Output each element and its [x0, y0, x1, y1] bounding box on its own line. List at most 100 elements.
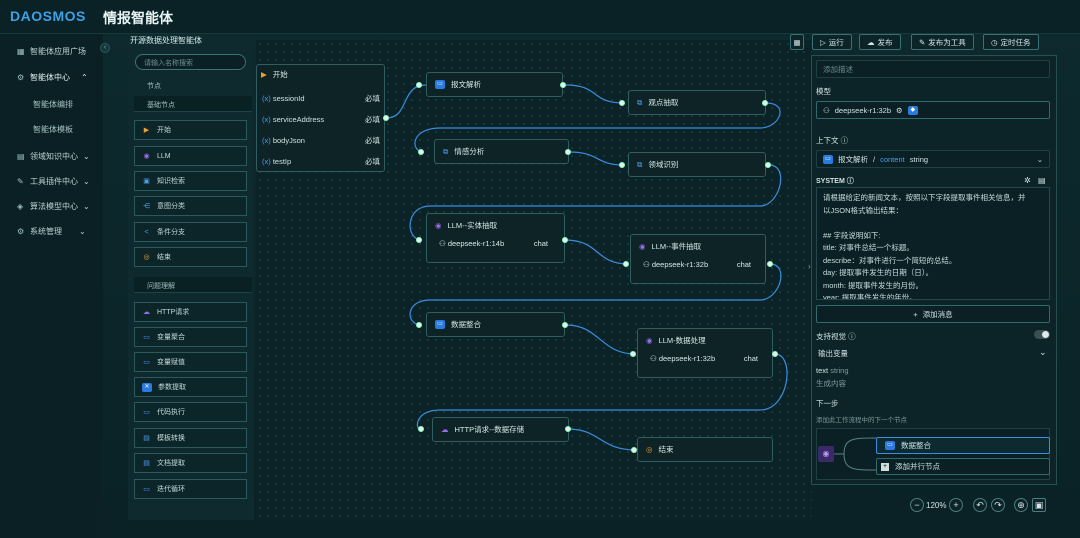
palette-node-assign[interactable]: ▭变量赋值	[134, 352, 247, 372]
aggregate-icon: ▭	[435, 320, 445, 329]
description-input[interactable]: 添加描述	[816, 60, 1050, 78]
canvas-node-viewpoint[interactable]: ⧉观点抽取	[628, 90, 766, 115]
canvas-node-parse[interactable]: ▭报文解析	[426, 72, 563, 97]
output-handle[interactable]	[562, 322, 568, 328]
canvas-node-integrate[interactable]: ▭ 数据整合	[426, 312, 565, 337]
input-handle[interactable]	[416, 322, 422, 328]
output-handle[interactable]	[772, 351, 778, 357]
plus-icon: +	[913, 309, 918, 319]
copy-icon[interactable]: ▤	[1038, 176, 1046, 185]
canvas-node-http[interactable]: ☁HTTP请求--数据存储	[432, 417, 569, 442]
palette-node-branch[interactable]: <条件分支	[134, 222, 247, 242]
chevron-down-icon[interactable]: ⌄	[1039, 347, 1047, 357]
palette-node-template[interactable]: ▤模板转换	[134, 428, 247, 448]
add-message-button[interactable]: +添加消息	[816, 305, 1050, 323]
prompt-line: title: 对事件总结一个标题。	[823, 243, 914, 252]
aggregate-icon: ▭	[143, 333, 150, 341]
sidebar-item-models[interactable]: ◈算法模型中心⌄	[17, 201, 90, 212]
sidebar-item-tools[interactable]: ✎工具插件中心⌄	[17, 176, 90, 187]
loop-icon: ▭	[143, 485, 150, 493]
next-step-box	[816, 428, 1050, 480]
param-required: 必填	[365, 136, 380, 145]
help-icon: ⓘ	[840, 136, 849, 145]
output-handle[interactable]	[762, 100, 768, 106]
output-handle[interactable]	[565, 426, 571, 432]
output-handle[interactable]	[765, 162, 771, 168]
palette-node-http[interactable]: ☁HTTP请求	[134, 302, 247, 322]
input-handle[interactable]	[630, 351, 636, 357]
canvas-node-sentiment[interactable]: ⧉情感分析	[434, 139, 569, 164]
node-title: LLM--事件抽取	[651, 242, 702, 251]
palette-node-start[interactable]: ▶开始	[134, 120, 247, 140]
output-handle[interactable]	[560, 82, 566, 88]
palette-node-llm[interactable]: ◉LLM	[134, 146, 247, 166]
vision-toggle[interactable]	[1034, 330, 1050, 339]
canvas-node-end[interactable]: ◎结束	[637, 437, 773, 462]
system-prompt-editor[interactable]: 请根据给定的新闻文本，按照以下字段提取事件相关信息，并 以JSON格式输出结果：…	[816, 187, 1050, 300]
palette-node-extract[interactable]: ✕参数提取	[134, 377, 247, 397]
input-handle[interactable]	[418, 426, 424, 432]
add-parallel-node-button[interactable]: +添加并行节点	[876, 458, 1050, 475]
input-handle[interactable]	[416, 82, 422, 88]
canvas-node-domain[interactable]: ⧉领域识别	[628, 152, 766, 177]
output-handle[interactable]	[383, 115, 389, 121]
stop-icon: ◎	[646, 445, 653, 454]
model-select[interactable]: ⚇deepseek-r1:32b⚙◆	[816, 101, 1050, 119]
output-vars-label: 输出变量	[818, 349, 848, 358]
sidebar-subitem-orchestration[interactable]: 智能体编排	[33, 100, 73, 109]
publish-button[interactable]: ☁发布	[859, 34, 901, 50]
sidebar-item-knowledge[interactable]: ▤领域知识中心⌄	[17, 151, 90, 162]
palette-node-doc[interactable]: ▤文档提取	[134, 453, 247, 473]
input-handle[interactable]	[619, 162, 625, 168]
prompt-line: year: 提取事件发生的年份。	[823, 293, 917, 300]
collapse-sidebar-button[interactable]: ‹	[100, 43, 110, 53]
redo-button[interactable]: ↷	[991, 498, 1005, 512]
publish-tool-button[interactable]: ✎发布为工具	[911, 34, 974, 50]
sidebar-item-system[interactable]: ⚙系统管理⌄	[17, 226, 86, 237]
palette-node-intent[interactable]: ⋲意图分类	[134, 196, 247, 216]
section-basic-label: 基础节点	[147, 102, 175, 109]
cloud-icon: ☁	[143, 308, 150, 316]
input-handle[interactable]	[416, 237, 422, 243]
undo-button[interactable]: ↶	[973, 498, 987, 512]
output-var-type: string	[830, 366, 849, 375]
palette-node-code[interactable]: ▭代码执行	[134, 402, 247, 422]
input-handle[interactable]	[623, 261, 629, 267]
calendar-button[interactable]: ▦	[790, 34, 804, 50]
zoom-out-button[interactable]: −	[910, 498, 924, 512]
output-handle[interactable]	[562, 237, 568, 243]
zoom-in-button[interactable]: +	[949, 498, 963, 512]
output-handle[interactable]	[767, 261, 773, 267]
next-node-integrate[interactable]: ▭数据整合	[876, 437, 1050, 454]
sidebar-item-agent-center[interactable]: ⚙智能体中心⌃	[17, 72, 88, 83]
input-handle[interactable]	[631, 447, 637, 453]
magic-icon[interactable]: ✲	[1024, 176, 1031, 185]
palette-node-loop[interactable]: ▭迭代循环	[134, 479, 247, 499]
node-title: 数据整合	[451, 320, 481, 329]
input-handle[interactable]	[418, 149, 424, 155]
node-title: 情感分析	[454, 147, 485, 156]
branch-icon: <	[144, 228, 149, 236]
palette-node-end[interactable]: ◎结束	[134, 247, 247, 267]
input-handle[interactable]	[619, 100, 625, 106]
context-source: 报文解析	[838, 154, 868, 164]
palette-node-knowledge[interactable]: ▣知识检索	[134, 171, 247, 191]
schedule-button[interactable]: ◷定时任务	[983, 34, 1039, 50]
add-node-button[interactable]: ⊕	[1014, 498, 1028, 512]
node-search-input[interactable]: 请输入名称搜索	[135, 54, 246, 70]
canvas-node-start[interactable]: ▶开始	[256, 64, 385, 172]
run-button[interactable]: ▷运行	[812, 34, 852, 50]
output-handle[interactable]	[565, 149, 571, 155]
sidebar-item-app-square[interactable]: ▦智能体应用广场	[17, 46, 86, 57]
panel-resize-handle[interactable]: ›	[808, 262, 811, 271]
sidebar-subitem-template[interactable]: 智能体模板	[33, 125, 73, 134]
palette-node-aggregate[interactable]: ▭变量聚合	[134, 327, 247, 347]
node-title: LLM--实体抽取	[447, 221, 498, 230]
save-button[interactable]: ▣	[1032, 498, 1046, 512]
